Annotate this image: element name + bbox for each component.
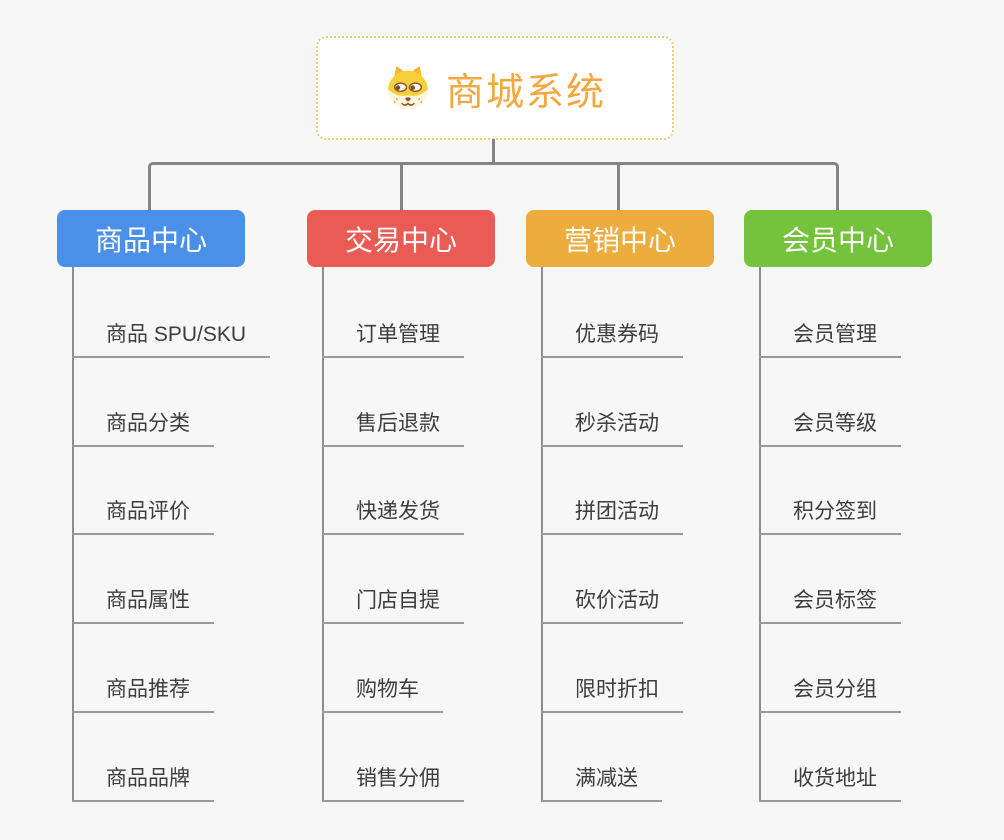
leaf-node-limited-time-discount[interactable]: 限时折扣 — [541, 677, 683, 713]
shiba-dog-icon — [387, 66, 429, 110]
leaf-node-product-category[interactable]: 商品分类 — [72, 411, 214, 447]
root-title: 商城系统 — [445, 71, 606, 114]
branch-node-product[interactable]: 商品中心 — [57, 210, 245, 267]
leaf-node-express-delivery[interactable]: 快递发货 — [322, 499, 464, 535]
connector-root-drop — [492, 139, 495, 164]
connector-bus — [148, 162, 839, 210]
leaf-node-product-spu-sku[interactable]: 商品 SPU/SKU — [72, 322, 271, 358]
leaf-node-after-sale-refund[interactable]: 售后退款 — [322, 411, 464, 447]
leaf-node-product-attribute[interactable]: 商品属性 — [72, 588, 214, 624]
leaf-node-product-brand[interactable]: 商品品牌 — [72, 766, 214, 802]
leaf-node-points-checkin[interactable]: 积分签到 — [759, 499, 901, 535]
leaf-node-spend-and-save[interactable]: 满减送 — [541, 766, 662, 802]
leaf-node-store-pickup[interactable]: 门店自提 — [322, 588, 464, 624]
leaf-node-group-buy[interactable]: 拼团活动 — [541, 499, 683, 535]
leaf-node-product-review[interactable]: 商品评价 — [72, 499, 214, 535]
branch-node-marketing[interactable]: 营销中心 — [526, 210, 714, 267]
root-node[interactable]: 商城系统 — [316, 36, 674, 140]
leaf-node-coupon-code[interactable]: 优惠券码 — [541, 322, 683, 358]
leaf-node-member-level[interactable]: 会员等级 — [759, 411, 901, 447]
connector-drop-marketing — [617, 164, 620, 210]
leaf-node-member-group[interactable]: 会员分组 — [759, 677, 901, 713]
leaf-node-sales-commission[interactable]: 销售分佣 — [322, 766, 464, 802]
branch-node-member[interactable]: 会员中心 — [744, 210, 932, 267]
branch-node-trade[interactable]: 交易中心 — [307, 210, 495, 267]
leaf-node-member-tag[interactable]: 会员标签 — [759, 588, 901, 624]
leaf-node-member-management[interactable]: 会员管理 — [759, 322, 901, 358]
leaf-node-order-management[interactable]: 订单管理 — [322, 322, 464, 358]
leaf-node-flash-sale[interactable]: 秒杀活动 — [541, 411, 683, 447]
leaf-node-product-recommend[interactable]: 商品推荐 — [72, 677, 214, 713]
leaf-node-shipping-address[interactable]: 收货地址 — [759, 766, 901, 802]
leaf-node-shopping-cart[interactable]: 购物车 — [322, 677, 443, 713]
connector-drop-trade — [400, 164, 403, 210]
leaf-node-bargain-activity[interactable]: 砍价活动 — [541, 588, 683, 624]
